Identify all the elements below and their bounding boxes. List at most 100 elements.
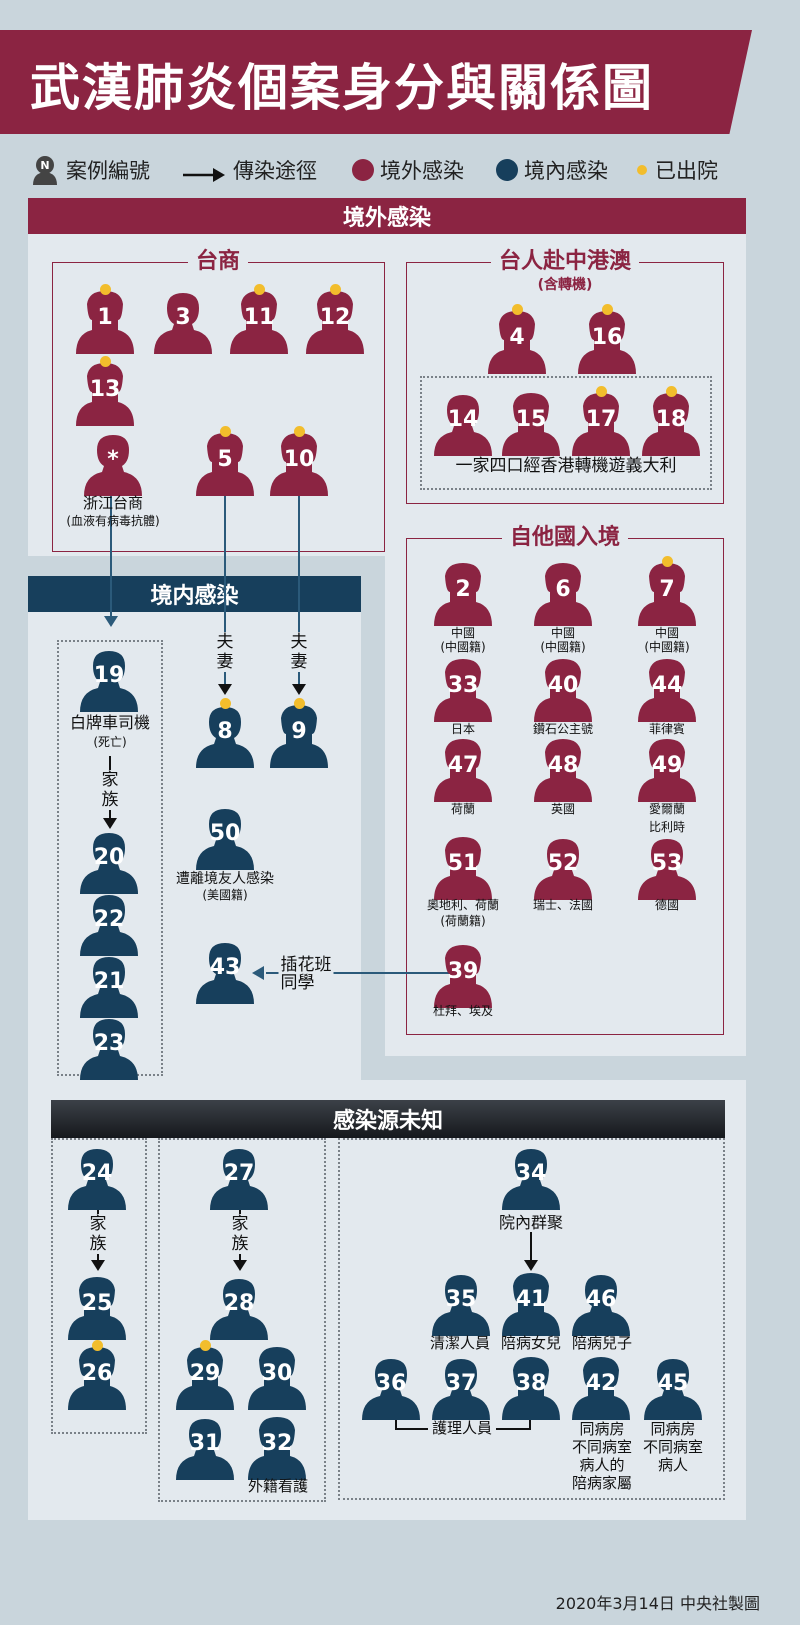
discharged-dot — [100, 284, 111, 295]
case-c15-icon: 15 — [498, 392, 564, 456]
case-number: 38 — [515, 1371, 547, 1396]
nurses-label: 護理人員 — [427, 1419, 497, 1437]
case-number: 14 — [447, 407, 479, 432]
case-number: 13 — [89, 377, 121, 402]
case-c35-icon: 35 — [428, 1272, 494, 1336]
case-number: 1 — [97, 305, 113, 330]
zhejiang-sub-label: (血液有病毒抗體) — [66, 514, 160, 528]
country-label-48: 英國 — [550, 802, 576, 816]
case-c25-icon: 25 — [64, 1276, 130, 1340]
line-zhejiang-19 — [110, 488, 112, 616]
imported-dot-icon — [352, 159, 374, 181]
case-number: 44 — [651, 673, 683, 698]
case-c51-icon: 51 — [430, 836, 496, 900]
line-nurses-right — [529, 1418, 531, 1429]
case50-label: 遭離境友人感染 — [176, 871, 274, 887]
case-c20-icon: 20 — [76, 830, 142, 894]
legend-case-number: N 案例編號 — [30, 152, 150, 188]
country-label-40: 鑽石公主號 — [532, 722, 594, 736]
case-number: 6 — [555, 577, 571, 602]
country-sub-label-2: (中國籍) — [440, 640, 486, 654]
case-number: 28 — [223, 1291, 255, 1316]
case-c1-icon: 1 — [72, 284, 138, 354]
country-sub-label-6: (中國籍) — [540, 640, 586, 654]
case-c2-icon: 2 — [430, 562, 496, 626]
case-c53-icon: 53 — [634, 836, 700, 900]
case-number: 52 — [547, 851, 579, 876]
case-c41-icon: 41 — [498, 1272, 564, 1336]
case-number: 25 — [81, 1291, 113, 1316]
discharged-dot — [602, 304, 613, 315]
family-label-19: 家族 — [100, 770, 120, 810]
case-number: 26 — [81, 1361, 113, 1386]
son-label: 陪病兒子 — [571, 1334, 633, 1352]
case-c21-icon: 21 — [76, 954, 142, 1018]
discharged-dot — [294, 698, 305, 709]
discharged-dot — [662, 556, 673, 567]
case-number: 19 — [93, 663, 125, 688]
transit-note: (含轉機) — [537, 277, 593, 293]
case-c32-icon: 32 — [244, 1416, 310, 1480]
case-number: 24 — [81, 1161, 113, 1186]
case-number: 48 — [547, 753, 579, 778]
discharged-dot — [92, 1340, 103, 1351]
case-c23-icon: 23 — [76, 1016, 142, 1080]
group-other-title: 自他國入境 — [501, 524, 629, 552]
daughter-label: 陪病女兒 — [500, 1334, 562, 1352]
case50-sub-label: (美國籍) — [202, 888, 248, 902]
line-spouse-8 — [224, 672, 226, 684]
arrow-down-icon — [91, 1260, 105, 1271]
case-number: 2 — [455, 577, 471, 602]
driver-label: 白牌車司機 — [69, 713, 151, 732]
case-c38-icon: 38 — [498, 1356, 564, 1420]
case-c48-icon: 48 — [530, 738, 596, 802]
case-c46-icon: 46 — [568, 1272, 634, 1336]
title-banner — [0, 30, 752, 134]
case-number: 37 — [445, 1371, 477, 1396]
cluster-label: 院內群聚 — [498, 1213, 564, 1232]
case-number: 5 — [217, 447, 233, 472]
section-imported-header: 境外感染 — [28, 198, 746, 234]
case-c12-icon: 12 — [302, 284, 368, 354]
discharged-dot — [220, 698, 231, 709]
case-number: 22 — [93, 907, 125, 932]
discharged-dot — [294, 426, 305, 437]
family-other-room-label: 同病房 不同病室 病人的 陪病家屬 — [571, 1420, 633, 1492]
case-number: 23 — [93, 1031, 125, 1056]
page-title: 武漢肺炎個案身分與關係圖 — [30, 59, 654, 117]
case-c44-icon: 44 — [634, 658, 700, 722]
discharged-dot — [666, 386, 677, 397]
arrow-down-icon — [103, 818, 117, 829]
section-unknown-header: 感染源未知 — [51, 1100, 725, 1138]
case-star-icon: * — [80, 432, 146, 496]
local-dot-icon — [496, 159, 518, 181]
country-label-47: 荷蘭 — [450, 802, 476, 816]
case-number: 31 — [189, 1431, 221, 1456]
group-china-title: 台人赴中港澳 — [490, 248, 640, 276]
case-number: 33 — [447, 673, 479, 698]
family-label-27: 家族 — [230, 1214, 250, 1254]
case-number: 7 — [659, 577, 675, 602]
arrow-left-icon — [252, 966, 264, 980]
case-c10-icon: 10 — [266, 426, 332, 496]
case-number: 11 — [243, 305, 275, 330]
unknown-group-27 — [158, 1138, 326, 1502]
case-number: 9 — [291, 719, 307, 744]
legend-transmission: 傳染途徑 — [183, 152, 317, 188]
legend-local: 境內感染 — [496, 152, 608, 188]
discharged-dot — [596, 386, 607, 397]
line-5-8 — [224, 488, 226, 674]
section-local-header: 境内感染 — [28, 576, 361, 612]
driver-sub-label: (死亡) — [93, 735, 127, 749]
family-four-label: 一家四口經香港轉機遊義大利 — [455, 456, 677, 476]
discharged-dot — [100, 356, 111, 367]
case-number: 35 — [445, 1287, 477, 1312]
case-number: 29 — [189, 1361, 221, 1386]
case-c22-icon: 22 — [76, 892, 142, 956]
country-label-7: 中國 — [654, 626, 680, 640]
case-c30-icon: 30 — [244, 1346, 310, 1410]
case-number: 53 — [651, 851, 683, 876]
case-c45-icon: 45 — [640, 1356, 706, 1420]
discharged-dot — [220, 426, 231, 437]
patient-other-room-label: 同病房 不同病室 病人 — [642, 1420, 704, 1474]
